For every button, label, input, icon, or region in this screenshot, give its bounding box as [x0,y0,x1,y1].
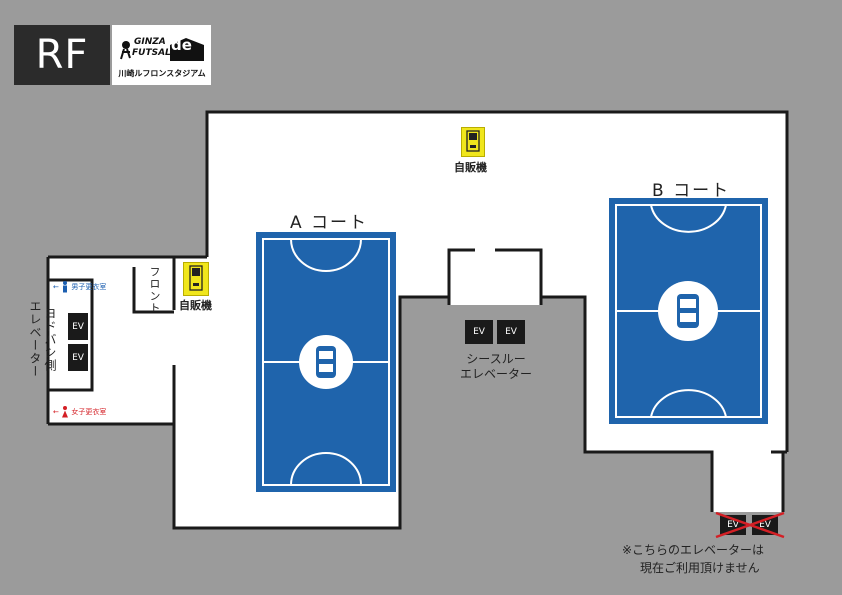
elevator-yodobashi-1: EV [68,313,88,340]
elevator-seethrough-1: EV [465,320,493,344]
elevator-unavailable-2: EV [752,515,778,535]
seethrough-line1: シースルー [466,352,526,366]
seethrough-line2: エレベーター [459,367,532,381]
logo-subtitle: 川崎ルフロンスタジアム [118,69,206,78]
yodobashi-elevator-label-2: エレベーター [28,300,42,378]
court-a [256,232,396,492]
logo-line1: GINZA [134,37,166,47]
vending-label-left: 自販機 [179,299,212,312]
court-a-label: A コート [290,213,369,233]
arrow-left-icon: ← [53,408,59,416]
elevator-seethrough-2: EV [497,320,525,344]
man-icon [63,281,68,293]
court-b [609,198,768,424]
floor-area [48,112,787,528]
men-locker-label: 男子更衣室 [71,283,107,291]
front-label: フロント [148,266,161,314]
logo-line2: FUTSAL [132,48,171,58]
yodobashi-elevator-label-1: ヨドバシ側 [43,307,57,372]
notice-line2: 現在ご利用頂けません [640,561,760,575]
vending-machine-icon [183,262,209,296]
seethrough-elevator-label: シースルー エレベーター [446,352,546,382]
elevator-yodobashi-2: EV [68,344,88,371]
arrow-left-icon: ← [53,283,59,291]
cross-mark-icon [715,511,785,539]
vending-label-top: 自販機 [454,161,487,174]
ginza-futsal-logo: GINZA FUTSAL de 川崎ルフロンスタジアム [112,25,211,85]
elevator-notice: ※こちらのエレベーターは 現在ご利用頂けません [622,541,764,577]
floor-badge: RF GINZA FUTSAL de 川崎ルフロンスタジアム [14,25,211,85]
logo-mark: de [171,36,192,54]
men-locker-room: ← 男子更衣室 [53,281,106,293]
futsal-logo-icon [120,38,204,61]
women-locker-room: ← 女子更衣室 [53,406,106,418]
court-b-label: B コート [652,181,731,201]
floor-label: RF [14,25,110,85]
vending-machine-icon [461,127,485,157]
woman-icon [62,406,69,418]
walls [46,110,789,530]
women-locker-label: 女子更衣室 [71,408,107,416]
notice-line1: ※こちらのエレベーターは [622,543,765,557]
